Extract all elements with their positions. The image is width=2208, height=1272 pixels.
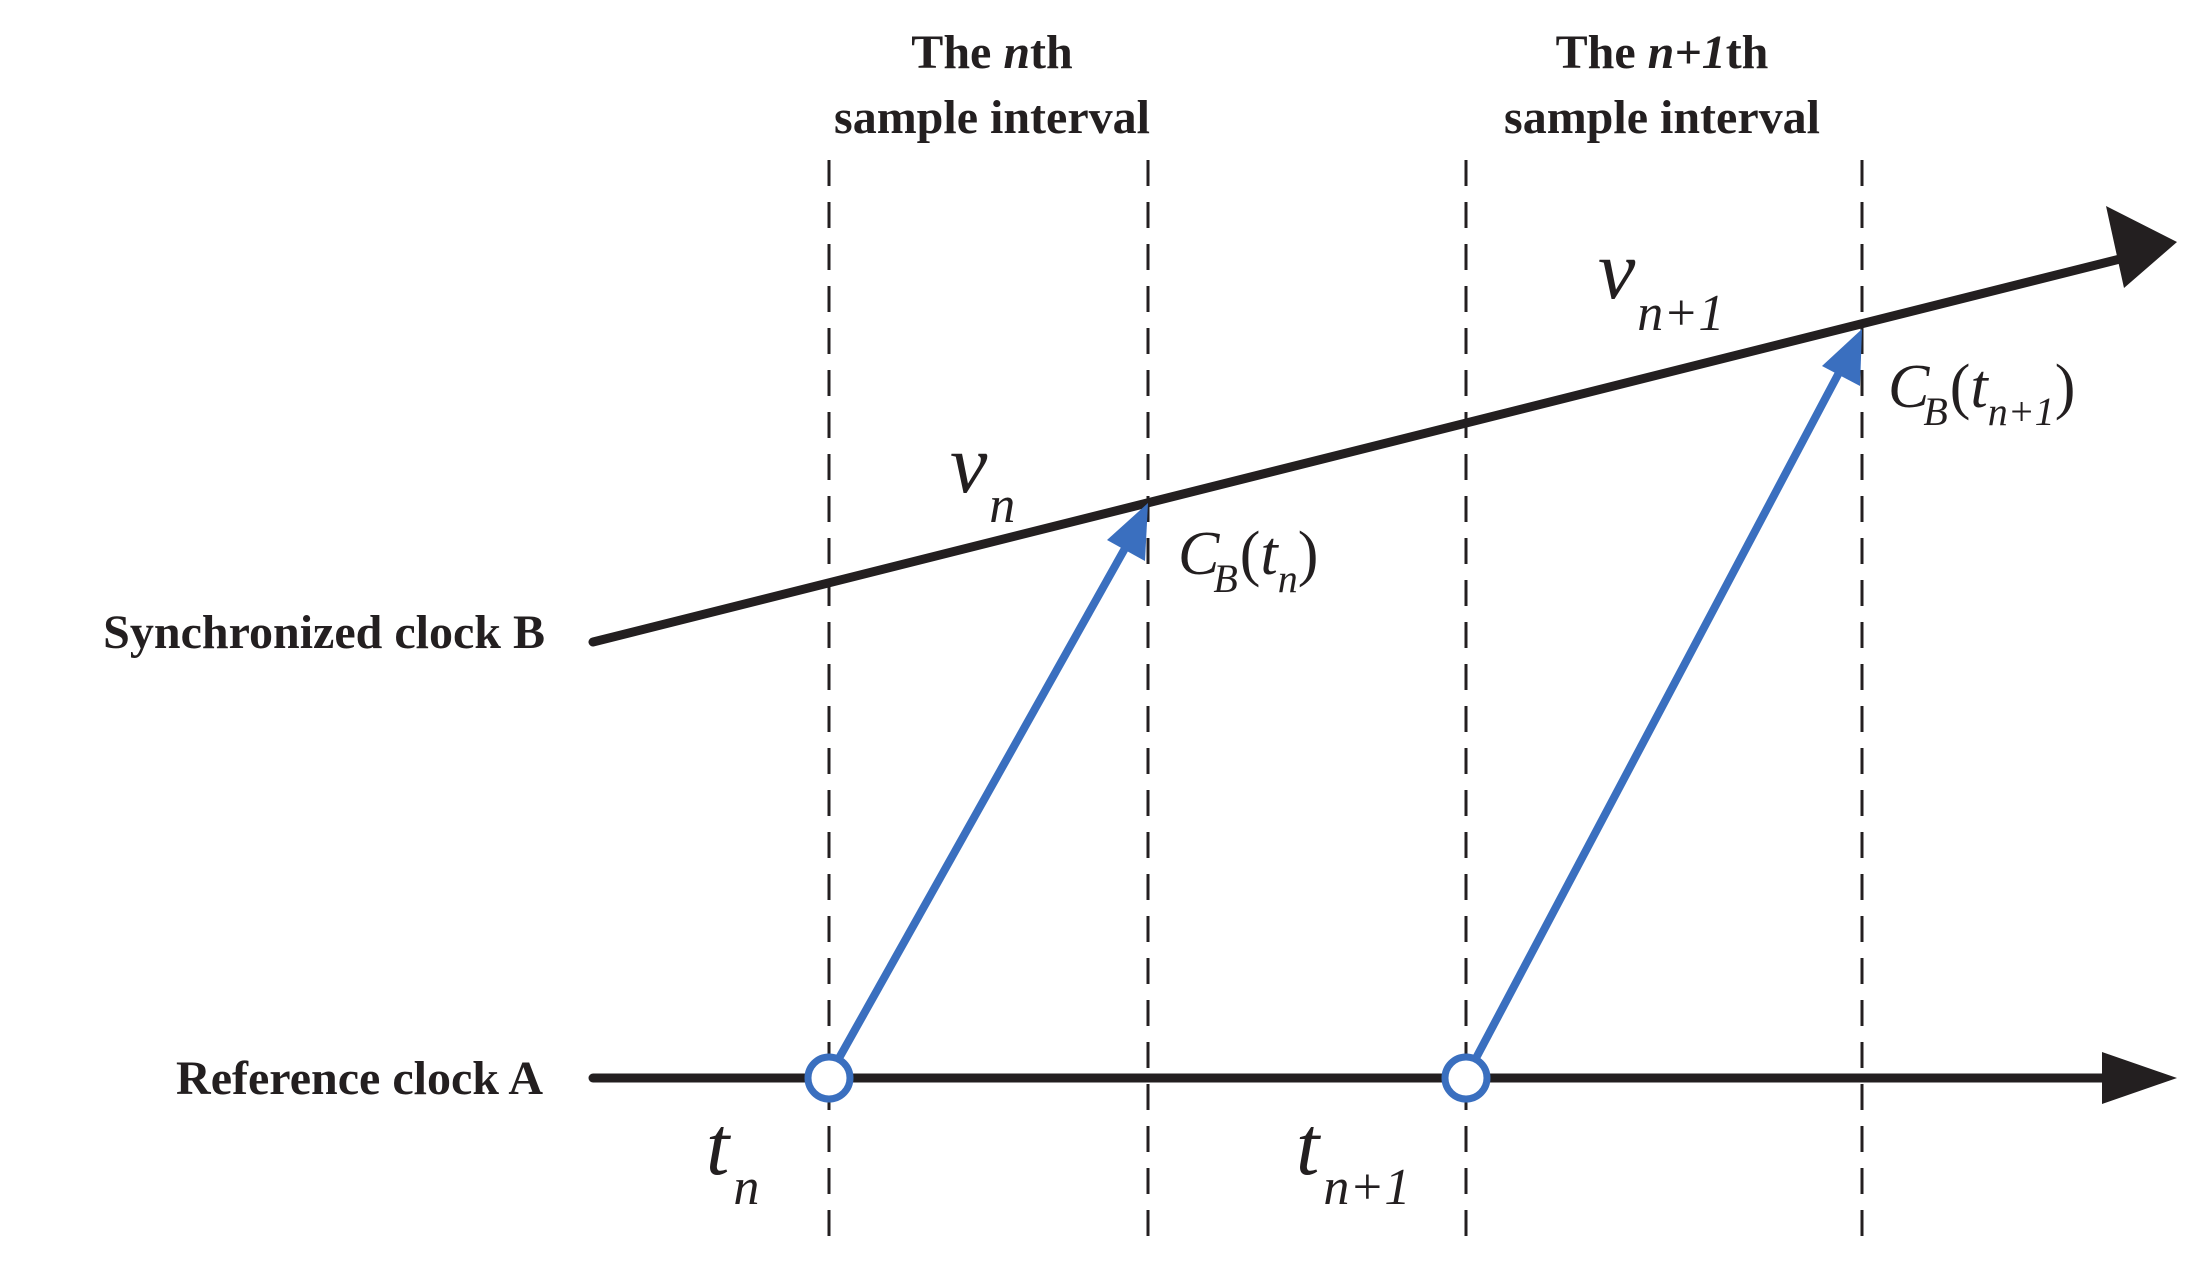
clock-b-arrowhead: [2106, 206, 2177, 288]
sample-point-tn: [804, 1053, 854, 1103]
clock-b-axis: [588, 206, 2177, 647]
t-n1-label: tn+1: [1296, 1100, 1410, 1216]
sync-arrow-n1: [1471, 329, 1862, 1062]
cb-tn1-label: CB(tn+1): [1888, 353, 2075, 434]
clock-a-arrowhead: [2102, 1052, 2177, 1104]
v-n-label: vn: [950, 418, 1015, 534]
interval-n1-subtitle: sample interval: [1504, 91, 1820, 144]
sync-arrow-n: [834, 503, 1148, 1062]
cb-tn-label: CB(tn): [1178, 520, 1318, 601]
sample-points: [804, 1053, 1491, 1103]
interval-n-subtitle: sample interval: [834, 91, 1150, 144]
sync-arrows: [834, 329, 1862, 1062]
clock-b-label: Synchronized clock B: [103, 606, 545, 659]
sample-point-tn1: [1441, 1053, 1491, 1103]
interval-n1-title: The n+1th: [1556, 26, 1769, 79]
clock-a-label: Reference clock A: [176, 1052, 543, 1105]
v-n1-label: vn+1: [1598, 224, 1724, 342]
t-n-label: tn: [706, 1100, 759, 1216]
interval-n-title: The nth: [911, 26, 1072, 79]
